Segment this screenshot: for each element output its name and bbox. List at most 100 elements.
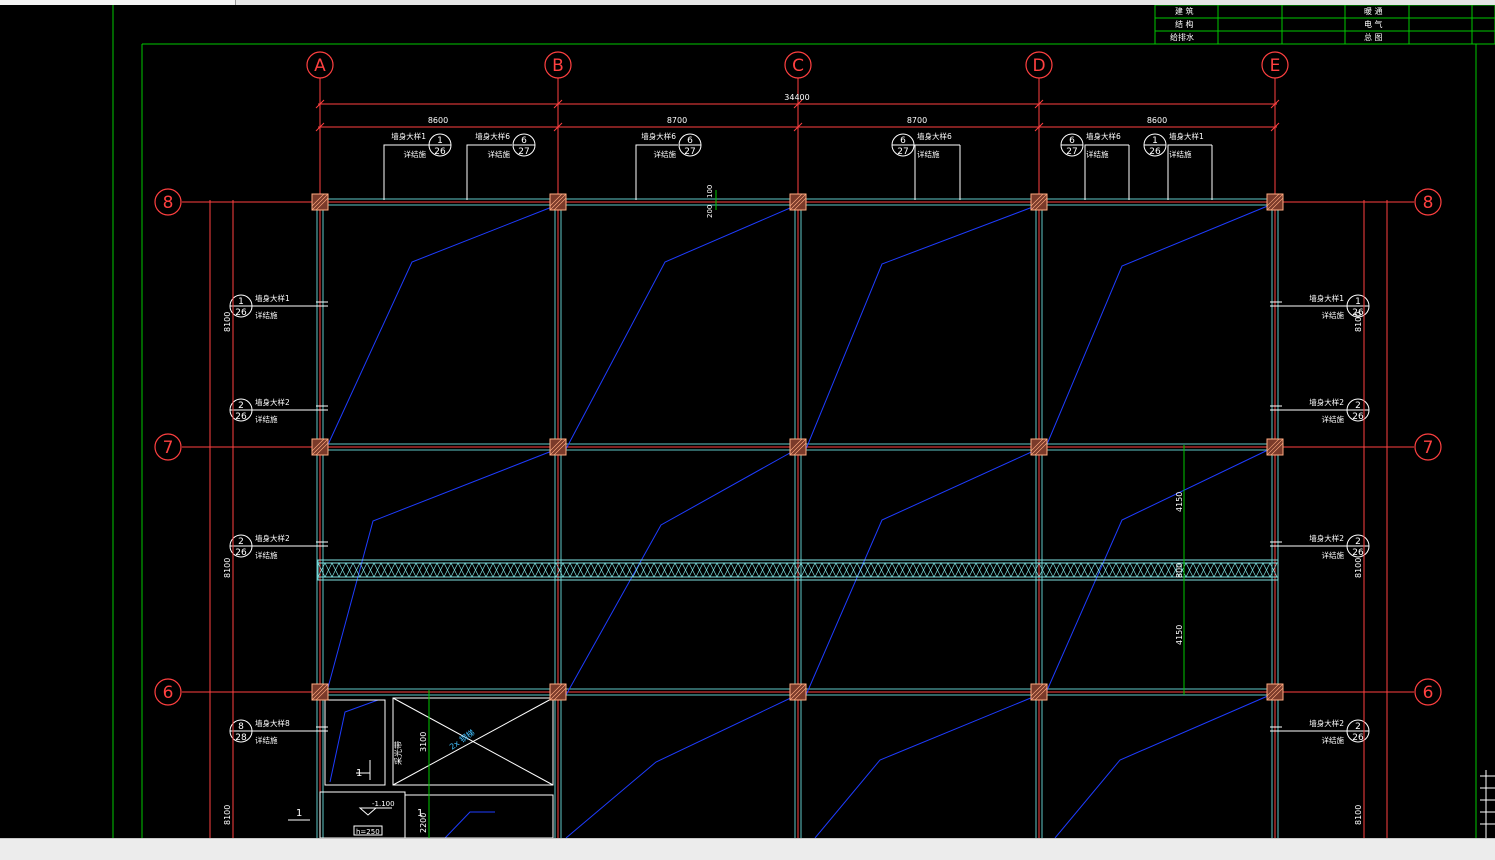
svg-text:1: 1 — [1355, 297, 1361, 307]
svg-text:6: 6 — [1069, 136, 1075, 146]
axis-bubble-right-7: 7 — [1414, 433, 1442, 461]
column-E6 — [1266, 683, 1284, 701]
svg-text:墙身大样2: 墙身大样2 — [255, 397, 290, 407]
columns — [311, 193, 1284, 701]
walkway-dimension: 4150 800 4150 100 200 — [706, 185, 1185, 695]
svg-text:详结施: 详结施 — [255, 550, 278, 560]
svg-text:26: 26 — [1352, 308, 1364, 318]
title-cell: 总 图 — [1364, 32, 1383, 42]
svg-text:墙身大样2: 墙身大样2 — [1309, 718, 1344, 728]
dim-right-1: 8100 — [1354, 312, 1363, 332]
title-cell: 给排水 — [1170, 32, 1194, 42]
column-D7 — [1030, 438, 1048, 456]
dim-total: 34400 — [784, 93, 809, 102]
stair-label: 采光带 — [393, 741, 403, 765]
svg-text:墙身大样1: 墙身大样1 — [255, 293, 290, 303]
svg-text:详结施: 详结施 — [1322, 735, 1345, 745]
axis-bubble-right-6: 6 — [1414, 678, 1442, 706]
svg-text:2: 2 — [238, 401, 244, 411]
column-D8 — [1030, 193, 1048, 211]
right-edge-marks — [1480, 770, 1495, 838]
svg-text:墙身大样1: 墙身大样1 — [1309, 293, 1344, 303]
svg-text:1: 1 — [1152, 136, 1158, 146]
dim-span-1: 8600 — [428, 116, 448, 125]
detail-callout-left-2: 226 墙身大样2 详结施 — [229, 397, 328, 424]
column-B7 — [549, 438, 567, 456]
bracing — [325, 204, 1271, 839]
dim-stair: 3100 — [419, 732, 428, 752]
svg-text:7: 7 — [163, 438, 174, 458]
svg-text:详结施: 详结施 — [1322, 414, 1345, 424]
axis-bubble-B: B — [544, 51, 572, 79]
svg-text:D: D — [1032, 56, 1045, 76]
svg-text:28: 28 — [235, 733, 247, 743]
title-cell: 电 气 — [1364, 19, 1383, 29]
svg-text:6: 6 — [900, 136, 906, 146]
section-mark-right: 1 — [417, 808, 423, 819]
column-A8 — [311, 193, 329, 211]
column-E7 — [1266, 438, 1284, 456]
svg-text:B: B — [552, 56, 564, 76]
svg-text:详结施: 详结施 — [404, 149, 427, 159]
axis-bubble-D: D — [1025, 51, 1053, 79]
axis-bubble-E: E — [1261, 51, 1289, 79]
dim-walkway-mid: 800 — [1175, 563, 1184, 578]
svg-text:墙身大样2: 墙身大样2 — [1309, 397, 1344, 407]
svg-text:26: 26 — [434, 147, 446, 157]
document-tab[interactable] — [0, 0, 236, 5]
svg-text:详结施: 详结施 — [255, 414, 278, 424]
svg-text:墙身大样8: 墙身大样8 — [255, 718, 290, 728]
svg-text:26: 26 — [1149, 147, 1161, 157]
svg-text:6: 6 — [1423, 683, 1434, 703]
title-cell: 建 筑 — [1175, 6, 1194, 16]
svg-text:C: C — [792, 56, 804, 76]
dim-walkway-lower: 4150 — [1175, 625, 1184, 645]
svg-text:2: 2 — [1355, 537, 1361, 547]
svg-text:6: 6 — [521, 136, 527, 146]
dim-span-2: 8700 — [667, 116, 687, 125]
svg-text:26: 26 — [235, 412, 247, 422]
dim-left-1: 8100 — [223, 312, 232, 332]
column-B8 — [549, 193, 567, 211]
svg-text:A: A — [314, 56, 326, 76]
column-D6 — [1030, 683, 1048, 701]
column-B6 — [549, 683, 567, 701]
svg-text:1: 1 — [437, 136, 443, 146]
dim-walkway-upper: 4150 — [1175, 492, 1184, 512]
svg-text:8: 8 — [163, 193, 174, 213]
svg-text:6: 6 — [687, 136, 693, 146]
svg-text:墙身大样2: 墙身大样2 — [255, 533, 290, 543]
svg-text:详结施: 详结施 — [917, 149, 940, 159]
dim-beam-offset-a: 100 — [706, 185, 714, 198]
cad-drawing-canvas[interactable]: 建 筑 结 构 给排水 暖 通 电 气 总 图 34400 8600 8700 … — [0, 4, 1495, 839]
column-E8 — [1266, 193, 1284, 211]
column-C7 — [789, 438, 807, 456]
column-A6 — [311, 683, 329, 701]
detail-callout-top-1: 126 墙身大样1 详结施 — [383, 131, 452, 200]
svg-text:26: 26 — [235, 548, 247, 558]
axis-bubble-left-8: 8 — [154, 188, 182, 216]
status-bar — [0, 838, 1495, 860]
dim-right-3: 8100 — [1354, 805, 1363, 825]
dim-span-4: 8600 — [1147, 116, 1167, 125]
top-dimensions: 34400 8600 8700 8700 8600 — [318, 93, 1277, 128]
column-C8 — [789, 193, 807, 211]
svg-text:墙身大样1: 墙身大样1 — [1169, 131, 1204, 141]
svg-text:26: 26 — [1352, 548, 1364, 558]
dim-left-2: 8100 — [223, 558, 232, 578]
document-tab-bar — [0, 0, 1495, 5]
dim-beam-offset-b: 200 — [706, 205, 714, 218]
svg-text:墙身大样6: 墙身大样6 — [1086, 131, 1121, 141]
svg-text:27: 27 — [684, 147, 695, 157]
svg-text:26: 26 — [235, 308, 247, 318]
svg-text:墙身大样1: 墙身大样1 — [391, 131, 426, 141]
svg-text:E: E — [1270, 56, 1281, 76]
svg-text:2: 2 — [1355, 722, 1361, 732]
